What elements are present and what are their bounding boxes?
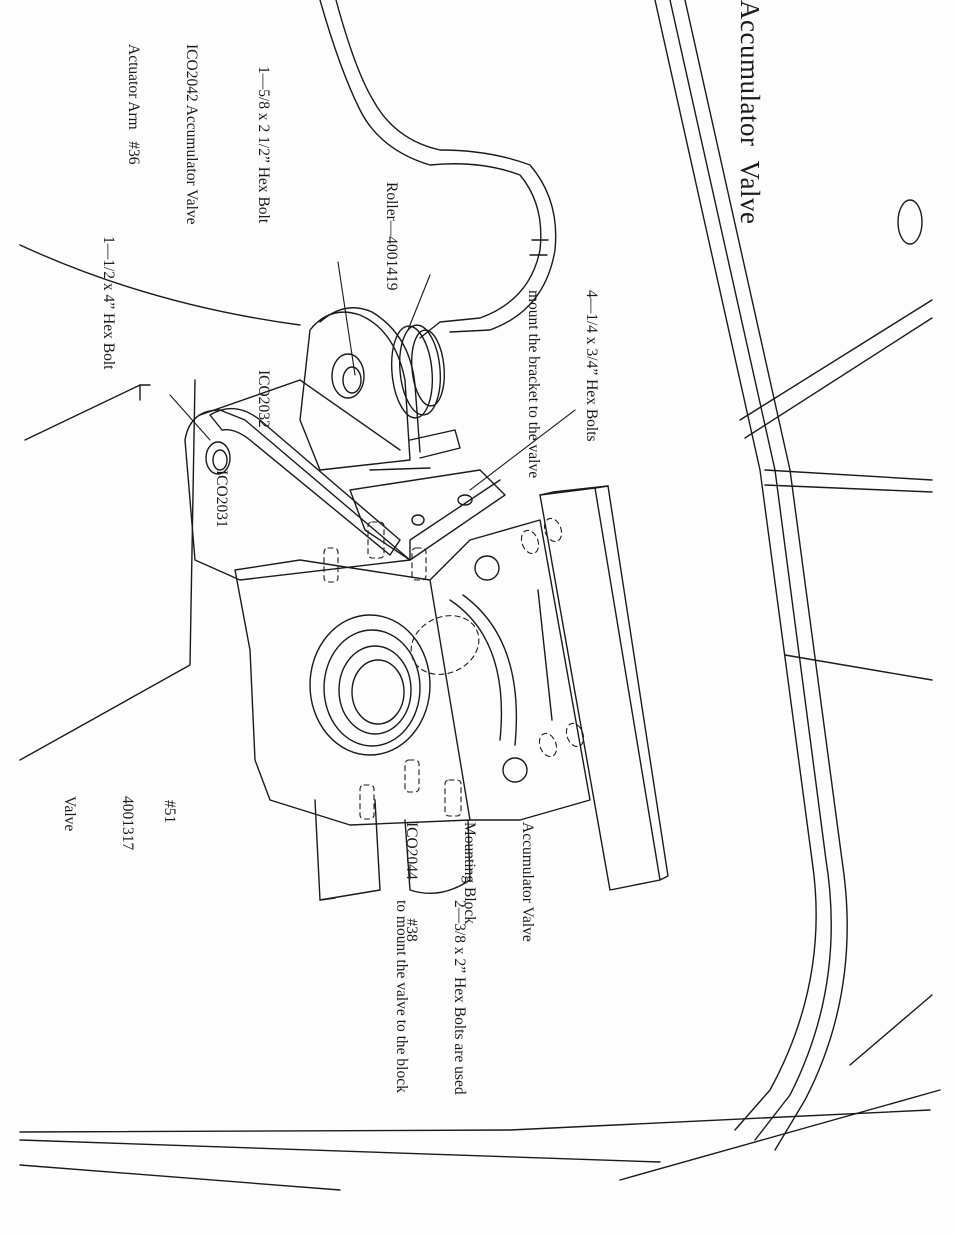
frame-bottom — [20, 1090, 940, 1190]
valve-ports — [315, 800, 470, 900]
label-roller: Roller—4001419 — [383, 182, 401, 291]
roller — [388, 323, 447, 419]
bracket-ico2032 — [300, 308, 460, 470]
label-hex-bolt-5-8: 1—5/8 x 2 1/2” Hex Bolt — [255, 66, 273, 224]
label-hex-bolt-1-2: 1—1/2 x 4” Hex Bolt — [100, 236, 118, 370]
label-ico2032: ICO2032 — [255, 370, 273, 428]
upper-arm — [320, 0, 556, 338]
oval-mark — [898, 200, 922, 244]
frame-rails — [655, 0, 932, 1150]
label-valve: 4001317 Valve — [61, 796, 137, 851]
mounting-block — [538, 486, 668, 890]
label-ico2031: ICO2031 — [213, 470, 231, 528]
label-bracket-bolts: 4—1/4 x 3/4” Hex Bolts mount the bracket… — [525, 290, 601, 479]
background-block — [20, 245, 300, 760]
diagram-title: Accumulator Valve — [735, 0, 766, 225]
label-valve-bolts: 2—3/8 x 2” Hex Bolts are used to mount t… — [393, 900, 469, 1095]
bracket-plate — [350, 470, 505, 560]
bracket-ico2031 — [185, 380, 410, 580]
valve-body — [235, 520, 590, 825]
leader-lines — [170, 262, 575, 490]
